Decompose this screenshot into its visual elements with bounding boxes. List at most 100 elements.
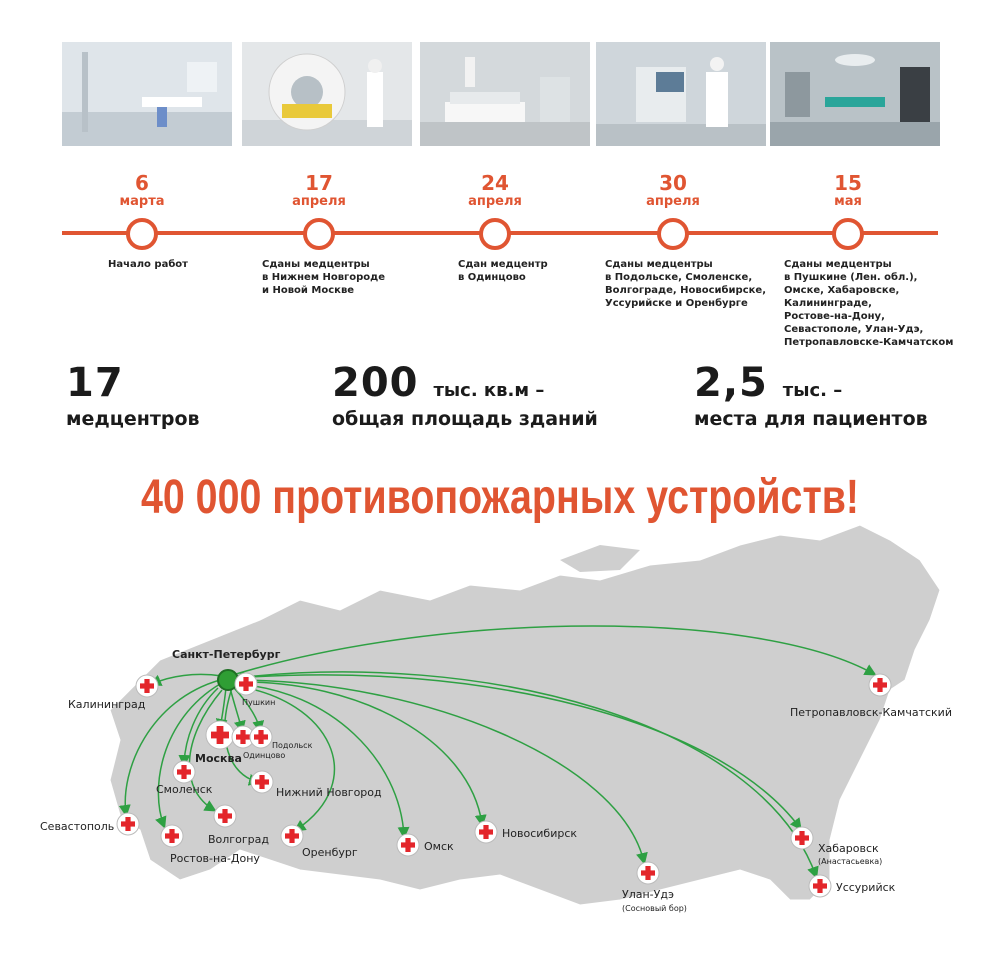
desc-line: и Новой Москве [262, 285, 355, 296]
marker-sevastopol [116, 812, 140, 836]
stat-area-number: 200 тыс. кв.м – [332, 360, 544, 406]
headline: 40 000 противопожарных устройств! [140, 471, 860, 524]
desc-line: Сданы медцентры [605, 259, 713, 270]
city-kaliningrad: Калининград [68, 698, 146, 711]
desc-line: Омске, Хабаровске, [784, 285, 900, 296]
stat-number: 17 [66, 360, 124, 406]
timeline-dot [303, 218, 335, 250]
city-pushkin: Пушкин [242, 698, 275, 707]
timeline-day: 24 [481, 171, 509, 195]
route-ulan-ude [235, 679, 648, 865]
photo-equipment-room [596, 42, 766, 146]
origin-label: Санкт-Петербург [172, 648, 281, 661]
city-orenburg: Оренбург [302, 846, 358, 859]
marker-novosibirsk [474, 820, 498, 844]
land-mass [109, 524, 941, 906]
route-orenburg [235, 685, 336, 832]
city-ulan-ude-sub: (Сосновый бор) [622, 904, 687, 913]
stat-beds-label: места для пациентов [694, 408, 928, 430]
desc-line: в Нижнем Новгороде [262, 272, 386, 283]
route-kamchatka [235, 625, 877, 676]
marker-ulan-ude [636, 861, 660, 885]
route-nizhny [224, 687, 261, 786]
city-rostov: Ростов-на-Дону [170, 852, 260, 865]
desc-line: Начало работ [108, 259, 188, 270]
timeline-day: 30 [659, 171, 687, 195]
route-smolensk [178, 687, 219, 767]
marker-orenburg [280, 824, 304, 848]
stat-beds-number: 2,5 тыс. – [694, 360, 842, 406]
city-kamchatka: Петропавловск-Камчатский [790, 706, 952, 719]
timeline-date-1: 6 марта [77, 172, 207, 210]
timeline-day: 6 [135, 171, 149, 195]
stat-number: 200 [332, 360, 419, 406]
timeline-dot [832, 218, 864, 250]
route-khabarovsk [235, 674, 802, 831]
city-volgograd: Волгоград [208, 833, 269, 846]
stat-area-label: общая площадь зданий [332, 408, 598, 430]
route-omsk [235, 683, 410, 839]
city-ussuriysk: Уссурийск [836, 881, 896, 894]
marker-kamchatka [868, 673, 892, 697]
photo-operating-room [770, 42, 940, 146]
timeline-dot [479, 218, 511, 250]
timeline-date-4: 30 апреля [608, 172, 738, 210]
city-omsk: Омск [424, 840, 454, 853]
stat-centers-number: 17 [66, 360, 124, 406]
desc-line: Волгограде, Новосибирске, [605, 285, 766, 296]
timeline-month: апреля [292, 194, 346, 209]
timeline-month: мая [834, 194, 862, 209]
timeline-desc-3: Сдан медцентр в Одинцово [458, 258, 548, 284]
desc-line: Сдан медцентр [458, 259, 548, 270]
route-arrows [118, 625, 877, 879]
desc-line: Уссурийске и Оренбурге [605, 298, 748, 309]
timeline-date-5: 15 мая [783, 172, 913, 210]
timeline-desc-1: Начало работ [108, 258, 188, 271]
marker-omsk [396, 833, 420, 857]
timeline-date-2: 17 апреля [254, 172, 384, 210]
route-ussuriysk [235, 671, 819, 879]
land-island [560, 545, 640, 572]
marker-volgograd [213, 804, 237, 828]
stat-centers-label: медцентров [66, 408, 200, 430]
timeline-desc-2: Сданы медцентры в Нижнем Новгороде и Нов… [262, 258, 385, 297]
desc-line: Ростове-на-Дону, [784, 311, 885, 322]
marker-khabarovsk [790, 826, 814, 850]
stat-unit: тыс. – [782, 380, 843, 401]
route-sevastopol [118, 679, 221, 817]
city-sevastopol: Севастополь [40, 820, 114, 833]
timeline-dot [657, 218, 689, 250]
route-novosibirsk [235, 681, 487, 827]
desc-line: Сданы медцентры [262, 259, 370, 270]
stat-unit: тыс. кв.м – [433, 380, 545, 401]
desc-line: Петропавловске-Камчатском [784, 337, 954, 348]
timeline-desc-4: Сданы медцентры в Подольске, Смоленске, … [605, 258, 766, 310]
marker-rostov [160, 824, 184, 848]
city-novosibirsk: Новосибирск [502, 827, 577, 840]
marker-smolensk [172, 760, 196, 784]
photo-ct-scanner [242, 42, 412, 146]
photo-hospital-ward [420, 42, 590, 146]
timeline-dot [126, 218, 158, 250]
city-odintsovo: Одинцово [243, 751, 285, 760]
desc-line: Сданы медцентры [784, 259, 892, 270]
city-khabarovsk-sub: (Анастасьевка) [818, 857, 882, 866]
marker-podolsk [249, 725, 273, 749]
stat-number: 2,5 [694, 360, 768, 406]
timeline-date-3: 24 апреля [430, 172, 560, 210]
city-nizhny: Нижний Новгород [276, 786, 382, 799]
timeline-day: 15 [834, 171, 862, 195]
city-podolsk: Подольск [272, 741, 313, 750]
timeline-month: марта [119, 194, 165, 209]
desc-line: в Пушкине (Лен. обл.), [784, 272, 918, 283]
city-khabarovsk: Хабаровск [818, 842, 879, 855]
marker-nizhny [250, 770, 274, 794]
route-rostov [155, 683, 221, 829]
photo-x-ray-room [62, 42, 232, 146]
marker-ussuriysk [808, 874, 832, 898]
city-moscow: Москва [195, 752, 242, 765]
desc-line: Севастополе, Улан-Удэ, [784, 324, 924, 335]
timeline-day: 17 [305, 171, 333, 195]
city-ulan-ude: Улан-Удэ [622, 888, 674, 901]
